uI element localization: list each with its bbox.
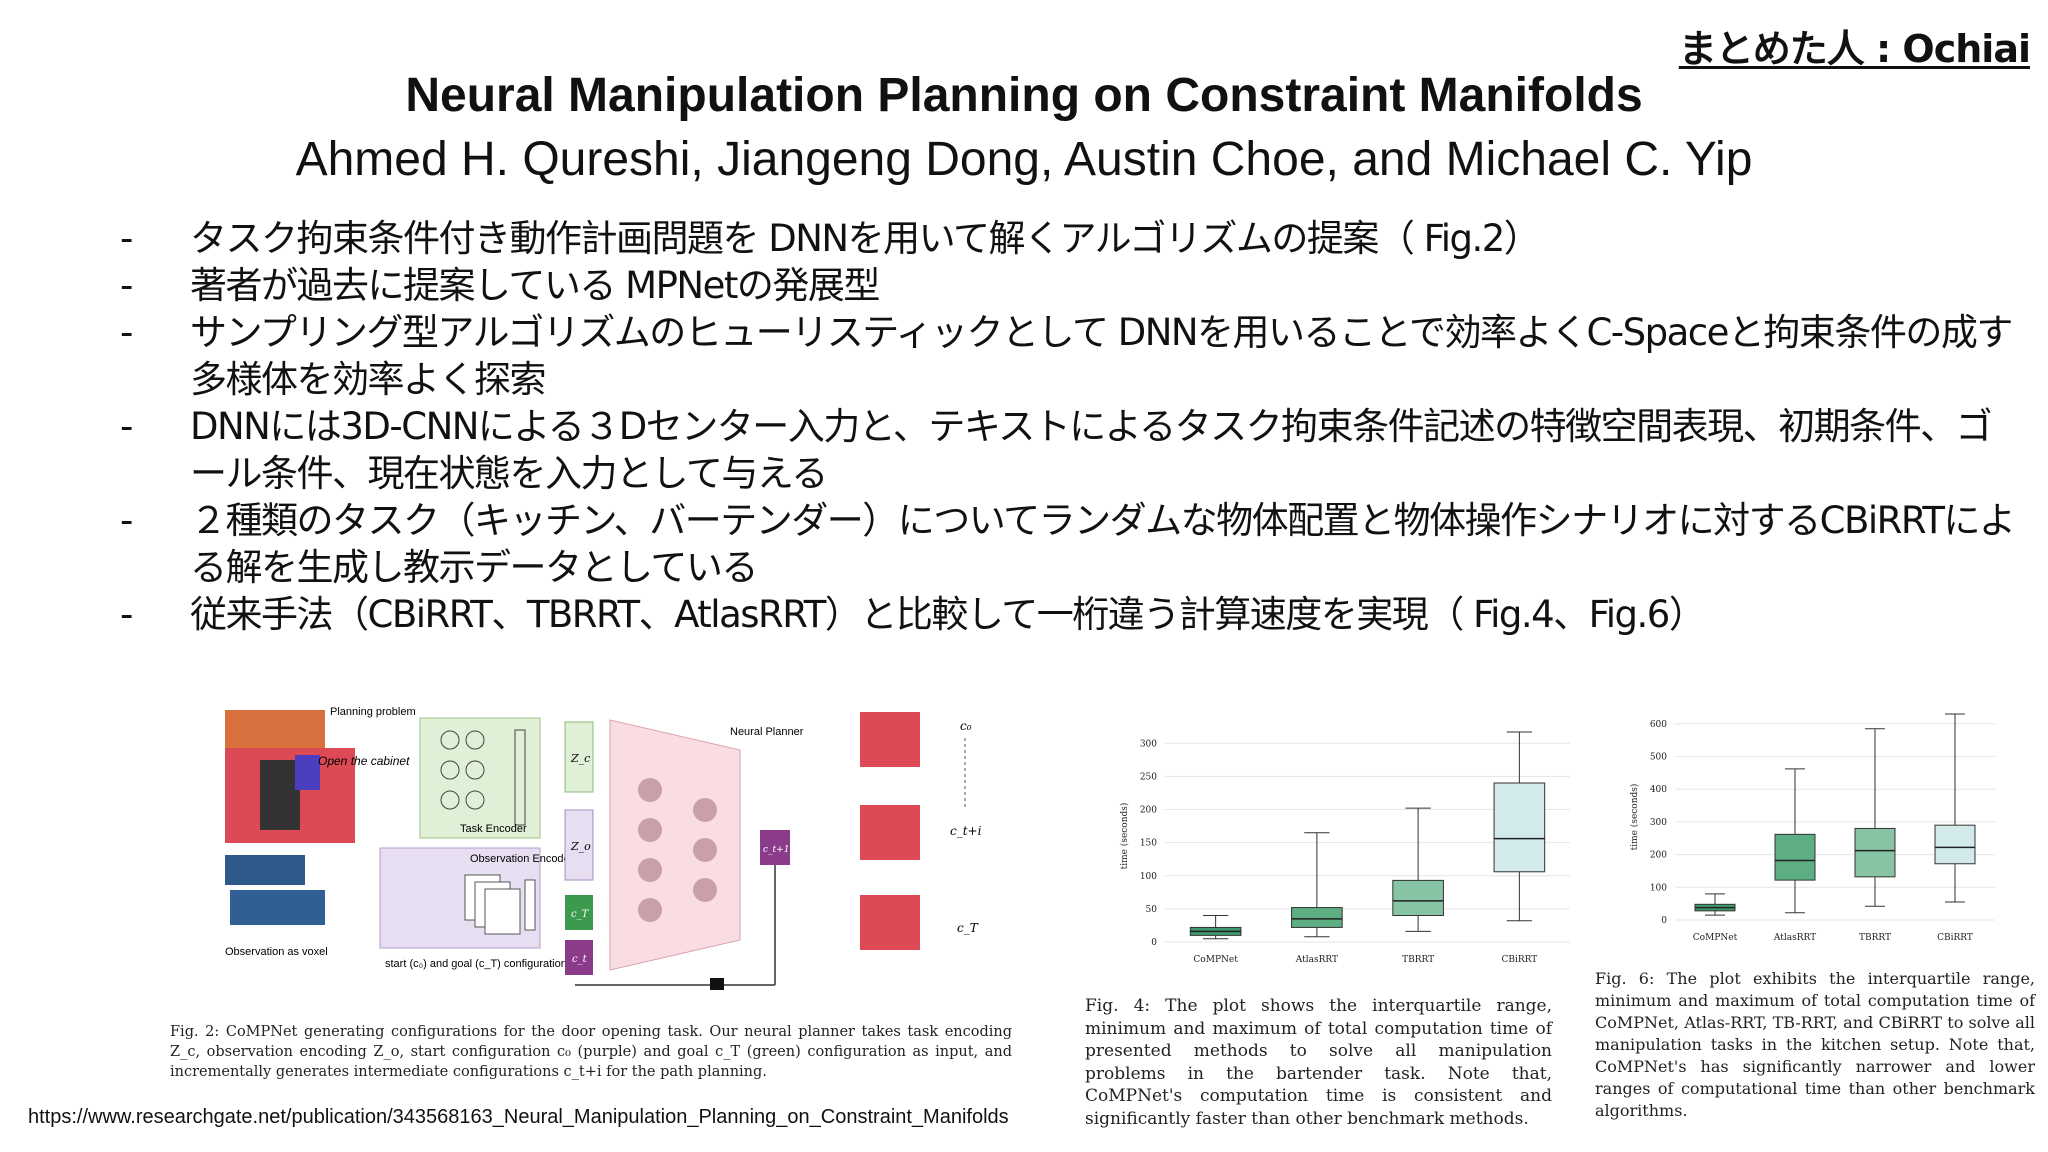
source-url: https://www.researchgate.net/publication… bbox=[28, 1106, 1009, 1128]
x-category-label: AtlasRRT bbox=[1295, 955, 1338, 965]
paper-title: Neural Manipulation Planning on Constrai… bbox=[405, 69, 1643, 122]
bullet-item: - タスク拘束条件付き動作計画問題を DNNを用いて解くアルゴリズムの提案（ Fi… bbox=[120, 215, 2020, 262]
zc-label: Z_c bbox=[570, 752, 590, 765]
open-cabinet-label: Open the cabinet bbox=[318, 754, 410, 768]
observation-encoder-label: Observation Encoder bbox=[470, 853, 574, 865]
robot-shape bbox=[260, 760, 300, 830]
y-tick-label: 50 bbox=[1146, 905, 1158, 915]
bullet-text: サンプリング型アルゴリズムのヒューリスティックとして DNNを用いることで効率よ… bbox=[190, 311, 2013, 401]
neural-planner-shape bbox=[609, 719, 741, 971]
c-t-label: c_t bbox=[572, 954, 588, 965]
x-category-label: AtlasRRT bbox=[1773, 933, 1816, 943]
fig4-box-plot: 0 50 100 150 200 250 300 time (seconds) CoMPNet A… bbox=[1119, 731, 1570, 965]
bullet-text: ２種類のタスク（キッチン、バーテンダー）についてランダムな物体配置と物体操作シナ… bbox=[190, 499, 2016, 589]
bullet-text: DNNには3D-CNNによる３Dセンター入力と、テキストによるタスク拘束条件記述… bbox=[190, 405, 1993, 495]
y-axis-label: time (seconds) bbox=[1630, 784, 1640, 851]
summary-bullet-list: - タスク拘束条件付き動作計画問題を DNNを用いて解くアルゴリズムの提案（ Fi… bbox=[120, 215, 2020, 638]
bullet-item: - 著者が過去に提案している MPNetの発展型 bbox=[120, 262, 2020, 309]
paper-authors: Ahmed H. Qureshi, Jiangeng Dong, Austin … bbox=[295, 133, 1753, 186]
summary-author-tag: まとめた人 : Ochiai bbox=[1678, 27, 2031, 71]
bullet-dash: - bbox=[120, 311, 133, 354]
iqr-box bbox=[1493, 782, 1546, 873]
scene-cT-shape bbox=[860, 895, 920, 950]
y-tick-label: 200 bbox=[1140, 806, 1157, 816]
voxel-bottom-shape bbox=[230, 890, 325, 925]
y-tick-label: 150 bbox=[1140, 839, 1157, 849]
y-tick-label: 100 bbox=[1140, 872, 1157, 882]
iqr-box bbox=[1291, 907, 1343, 928]
task-encoder-label: Task Encoder bbox=[460, 823, 527, 835]
y-tick-label: 100 bbox=[1650, 883, 1667, 893]
y-tick-label: 250 bbox=[1140, 772, 1157, 782]
y-tick-label: 300 bbox=[1140, 739, 1157, 749]
x-category-label: CBiRRT bbox=[1937, 933, 1973, 943]
bullet-dash: - bbox=[120, 405, 133, 448]
x-category-label: CoMPNet bbox=[1693, 933, 1738, 943]
compnet-architecture-figure: Planning problem Open the cabinet Observ… bbox=[225, 706, 982, 990]
y-axis-label: time (seconds) bbox=[1119, 803, 1130, 870]
y-tick-label: 200 bbox=[1650, 851, 1667, 861]
zo-vector bbox=[564, 809, 594, 881]
bullet-text: タスク拘束条件付き動作計画問題を DNNを用いて解くアルゴリズムの提案（ Fig… bbox=[190, 217, 1541, 260]
voxel-top-shape bbox=[225, 855, 305, 885]
c0-label: c₀ bbox=[960, 719, 972, 733]
zc-vector bbox=[564, 721, 594, 793]
c-t-vector bbox=[565, 940, 593, 975]
neural-planner-label: Neural Planner bbox=[730, 726, 804, 738]
ct1-label: c_t+1 bbox=[763, 845, 789, 855]
scene-cti-shape bbox=[860, 805, 920, 860]
iqr-box bbox=[1854, 827, 1896, 878]
start-goal-label: start (c₀) and goal (c_T) configurations bbox=[385, 958, 573, 970]
ct-vector bbox=[565, 895, 593, 930]
x-category-label: CBiRRT bbox=[1501, 955, 1537, 965]
planning-problem-label: Planning problem bbox=[330, 706, 416, 718]
scene-c0-shape bbox=[860, 712, 920, 767]
observation-voxel-label: Observation as voxel bbox=[225, 946, 328, 958]
x-category-label: TBRRT bbox=[1402, 955, 1434, 965]
bullet-text: 著者が過去に提案している MPNetの発展型 bbox=[190, 264, 880, 307]
ct1-vector bbox=[760, 830, 790, 865]
x-category-label: CoMPNet bbox=[1193, 955, 1238, 965]
x-category-label: TBRRT bbox=[1859, 933, 1891, 943]
bullet-text: 従来手法（CBiRRT、TBRRT、AtlasRRT）と比較して一桁違う計算速度… bbox=[190, 593, 1706, 636]
iqr-box bbox=[1774, 833, 1816, 881]
bullet-item: - DNNには3D-CNNによる３Dセンター入力と、テキストによるタスク拘束条件記… bbox=[120, 403, 2020, 497]
figure2-caption: Fig. 2: CoMPNet generating configuration… bbox=[170, 1024, 1012, 1080]
bullet-item: - サンプリング型アルゴリズムのヒューリスティックとして DNNを用いることで効率… bbox=[120, 309, 2020, 403]
zo-label: Z_o bbox=[570, 840, 591, 853]
bullet-dash: - bbox=[120, 499, 133, 542]
y-tick-label: 0 bbox=[1661, 916, 1667, 926]
cT-label: c_T bbox=[957, 921, 979, 935]
fig6-box-plot: 0 100 200 300 400 500 600 time (seconds) CoMPNet… bbox=[1630, 713, 1995, 943]
y-tick-label: 0 bbox=[1151, 938, 1157, 948]
bullet-dash: - bbox=[120, 264, 133, 307]
bullet-item: - 従来手法（CBiRRT、TBRRT、AtlasRRT）と比較して一桁違う計算速… bbox=[120, 591, 2020, 638]
cabinet-top-shape bbox=[225, 710, 325, 750]
y-tick-label: 300 bbox=[1650, 818, 1667, 828]
iqr-box bbox=[1392, 879, 1444, 916]
robot-arm-shape bbox=[295, 755, 320, 790]
y-tick-label: 500 bbox=[1650, 753, 1667, 763]
y-tick-label: 400 bbox=[1650, 785, 1667, 795]
ct-label: c_T bbox=[571, 909, 590, 920]
y-tick-label: 600 bbox=[1650, 720, 1667, 730]
bullet-item: - ２種類のタスク（キッチン、バーテンダー）についてランダムな物体配置と物体操作シ… bbox=[120, 497, 2020, 591]
cti-label: c_t+i bbox=[950, 824, 982, 838]
figure4-caption: Fig. 4: The plot shows the interquartile… bbox=[1085, 996, 1552, 1129]
bullet-dash: - bbox=[120, 593, 133, 636]
bullet-dash: - bbox=[120, 217, 133, 260]
iqr-box bbox=[1934, 824, 1976, 865]
figure6-caption: Fig. 6: The plot exhibits the interquart… bbox=[1595, 969, 2035, 1120]
